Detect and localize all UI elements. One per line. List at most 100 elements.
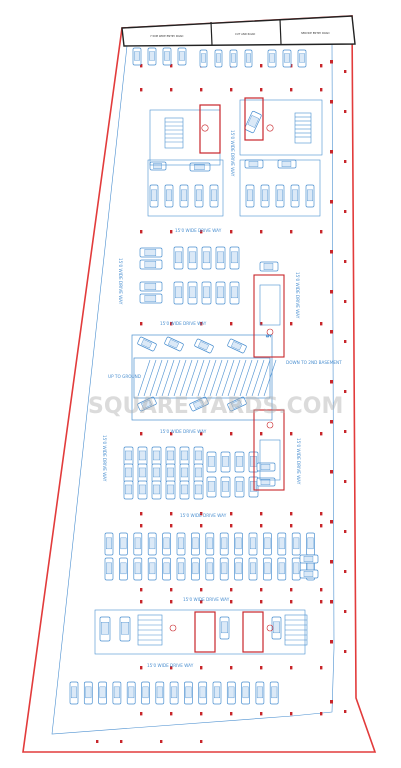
drive-way-label: 15'0 WIDE DRIVE WAY [147, 663, 194, 668]
car-icon [137, 446, 148, 466]
inner-parking-boundary [51, 43, 335, 735]
car-icon [205, 557, 215, 581]
column-icon [140, 512, 143, 516]
column-icon [344, 530, 347, 533]
column-icon [170, 88, 173, 92]
car-icon [187, 281, 198, 305]
lift-icon [266, 624, 274, 632]
column-icon [344, 610, 347, 613]
column-icon [140, 600, 143, 604]
column-icon [344, 70, 347, 73]
column-icon [260, 666, 263, 670]
car-icon [69, 681, 79, 705]
car-icon [206, 476, 217, 498]
column-icon [230, 666, 233, 670]
column-icon [290, 712, 293, 716]
car-icon [176, 532, 186, 556]
column-icon [344, 110, 347, 113]
car-icon [275, 184, 285, 208]
car-icon [169, 681, 179, 705]
column-icon [140, 322, 143, 326]
column-icon [260, 588, 263, 592]
column-icon [170, 666, 173, 670]
car-icon [83, 681, 93, 705]
column-icon [344, 260, 347, 263]
car-icon [201, 281, 212, 305]
car-icon [165, 463, 176, 483]
car-icon [173, 281, 184, 305]
car-icon [165, 480, 176, 500]
column-icon [230, 712, 233, 716]
car-icon [155, 681, 165, 705]
column-icon [320, 600, 323, 604]
car-icon [219, 532, 229, 556]
car-icon [119, 557, 128, 581]
car-icon [306, 532, 315, 556]
car-icon [162, 47, 172, 66]
watermark: SQUARE YARDS.COM [88, 394, 343, 419]
column-icon [200, 230, 203, 234]
car-icon [119, 616, 131, 642]
column-icon [330, 600, 333, 604]
car-icon [149, 184, 159, 208]
car-icon [179, 463, 190, 483]
car-icon [141, 681, 150, 705]
car-icon [137, 480, 148, 500]
ramp-down-label: DOWN TO 2ND BASEMENT [286, 360, 342, 365]
column-icon [320, 64, 323, 68]
column-icon [200, 740, 203, 743]
drive-way-label: 15'0 WIDE DRIVE WAY [118, 258, 123, 305]
car-icon [179, 184, 189, 208]
column-icon [200, 432, 203, 436]
car-icon [229, 49, 238, 68]
top-entry-bar: 7.50M WIDE ENTRY ROAD CUT AND ROAD SERVI… [121, 15, 356, 47]
column-icon [200, 666, 203, 670]
column-icon [344, 160, 347, 163]
column-icon [230, 230, 233, 234]
car-icon [248, 557, 258, 581]
car-icon [164, 336, 184, 352]
car-icon [104, 532, 114, 556]
car-icon [277, 159, 297, 169]
column-icon [200, 88, 203, 92]
column-icon [260, 600, 263, 604]
column-icon [320, 432, 323, 436]
column-icon [320, 524, 323, 528]
drive-way-label: 15'0 WIDE DRIVE WAY [183, 597, 230, 602]
column-icon [230, 600, 233, 604]
column-icon [330, 330, 333, 334]
column-icon [140, 666, 143, 670]
ramp-up-label: UP TO GROUND [108, 374, 141, 379]
car-icon [151, 463, 162, 483]
column-icon [96, 740, 99, 743]
car-icon [256, 462, 276, 472]
core-block-south [94, 609, 308, 655]
drive-way-label: 15'0 WIDE DRIVE WAY [102, 435, 107, 482]
drive-way-label: 15'0 WIDE DRIVE WAY [230, 130, 235, 177]
column-icon [330, 290, 333, 294]
column-icon [200, 712, 203, 716]
car-icon [189, 162, 211, 172]
car-icon [269, 681, 279, 705]
car-icon [137, 336, 157, 352]
column-icon [344, 650, 347, 653]
drive-way-label: 15'0 WIDE DRIVE WAY [296, 438, 301, 485]
column-icon [140, 588, 143, 592]
car-icon [227, 338, 247, 354]
column-icon [140, 524, 143, 528]
car-icon [149, 161, 167, 171]
column-icon [290, 322, 293, 326]
car-icon [215, 281, 226, 305]
car-icon [198, 681, 208, 705]
column-icon [120, 740, 123, 743]
column-icon [200, 322, 203, 326]
drive-way-label: 15'0 WIDE DRIVE WAY [180, 513, 227, 518]
column-icon [140, 88, 143, 92]
column-icon [290, 666, 293, 670]
lift-icon [266, 328, 274, 336]
column-icon [344, 570, 347, 573]
column-icon [330, 640, 333, 644]
car-icon [291, 532, 301, 556]
column-icon [344, 480, 347, 483]
column-icon [344, 390, 347, 393]
